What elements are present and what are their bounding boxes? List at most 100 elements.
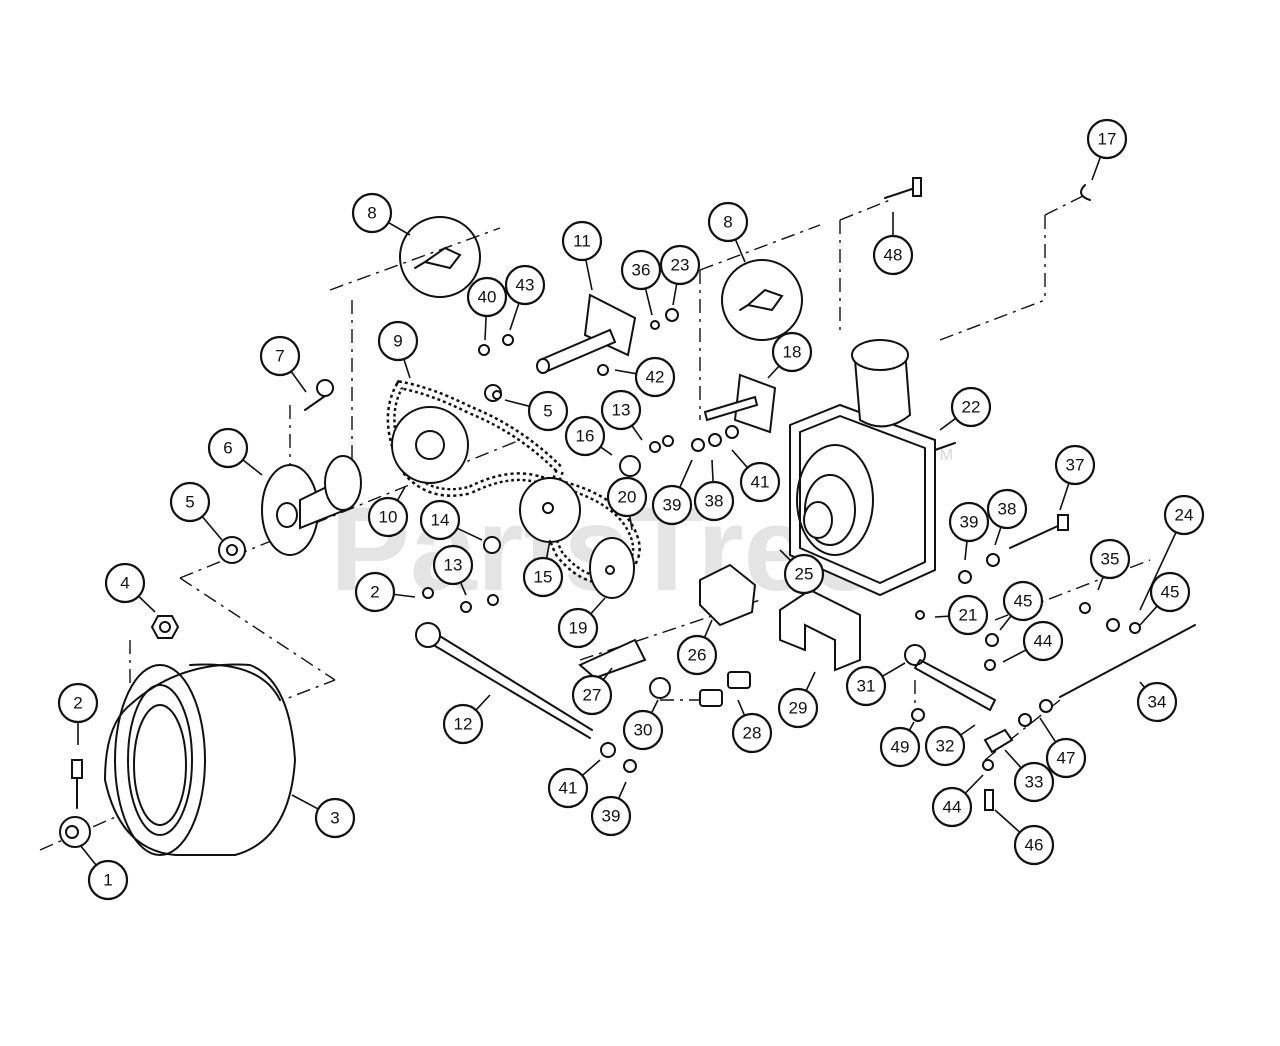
callout-label: 24 <box>1175 506 1194 525</box>
callout-leader-3 <box>291 794 319 810</box>
callout-34: 34 <box>1136 681 1178 723</box>
callout-circle <box>354 571 396 613</box>
part-33-clip <box>983 728 1014 754</box>
callout-label: 45 <box>1014 592 1033 611</box>
callout-5: 5 <box>169 481 211 523</box>
callout-leader-23 <box>672 283 678 306</box>
callout-label: 44 <box>943 798 962 817</box>
callout-leader-28 <box>737 699 746 716</box>
callout-circle <box>442 703 484 745</box>
callout-label: 21 <box>959 606 978 625</box>
callout-label: 33 <box>1025 773 1044 792</box>
callout-leader-29 <box>805 671 816 692</box>
callout-circle <box>590 795 632 837</box>
callout-leader-1 <box>79 844 97 866</box>
callout-leader-40 <box>484 315 487 341</box>
callout-label: 30 <box>634 721 653 740</box>
callout-label: 28 <box>743 724 762 743</box>
callout-leader-32 <box>960 724 976 736</box>
callout-label: 39 <box>663 496 682 515</box>
callout-circle <box>1013 824 1055 866</box>
callout-leader-39 <box>617 781 627 799</box>
callout-leader-12 <box>475 694 491 711</box>
callout-circle <box>986 488 1028 530</box>
part-29-bracket <box>779 588 861 672</box>
callout-2: 2 <box>354 571 396 613</box>
callout-circle <box>466 276 508 318</box>
callout-circle <box>351 192 393 234</box>
callout-12: 12 <box>442 703 484 745</box>
callout-39: 39 <box>590 795 632 837</box>
callout-circle <box>57 682 99 724</box>
callout-leader-15 <box>545 539 551 559</box>
callout-leader-17 <box>1091 156 1102 181</box>
callout-8: 8 <box>707 201 749 243</box>
callout-19: 19 <box>557 607 599 649</box>
callout-circle <box>564 415 606 457</box>
callout-label: 22 <box>962 398 981 417</box>
callout-leader-6 <box>242 459 263 476</box>
callout-leader-8 <box>388 221 411 236</box>
callout-label: 46 <box>1025 836 1044 855</box>
callout-leader-4 <box>138 595 156 613</box>
callout-label: 44 <box>1034 632 1053 651</box>
callout-14: 14 <box>419 499 461 541</box>
callout-label: 16 <box>576 427 595 446</box>
part-27-plate <box>578 638 647 680</box>
part-46-screw <box>984 789 994 811</box>
callout-circle <box>693 480 735 522</box>
callout-leader-5 <box>201 516 223 541</box>
callout-3: 3 <box>314 797 356 839</box>
callout-46: 46 <box>1013 824 1055 866</box>
callout-label: 39 <box>602 807 621 826</box>
callout-leader-44 <box>964 774 984 794</box>
callout-label: 38 <box>705 492 724 511</box>
callout-leader-45 <box>999 615 1012 631</box>
callout-circle <box>557 607 599 649</box>
callout-13: 13 <box>600 389 642 431</box>
callout-circle <box>432 544 474 586</box>
callout-label: 29 <box>789 699 808 718</box>
callout-leader-33 <box>1004 749 1022 769</box>
callout-label: 13 <box>444 556 463 575</box>
part-26-block <box>699 563 757 627</box>
callout-label: 23 <box>671 256 690 275</box>
callout-circle <box>739 461 781 503</box>
part-30-fitting <box>649 677 671 699</box>
callout-circle <box>659 244 701 286</box>
callout-leader-2 <box>393 593 416 598</box>
callout-label: 12 <box>454 715 473 734</box>
callout-2: 2 <box>57 682 99 724</box>
callout-label: 36 <box>632 261 651 280</box>
callout-7: 7 <box>259 335 301 377</box>
callout-label: 20 <box>618 488 637 507</box>
callout-41: 41 <box>739 461 781 503</box>
callout-circle <box>522 556 564 598</box>
callout-label: 5 <box>185 493 194 512</box>
callout-label: 14 <box>431 511 450 530</box>
callout-label: 39 <box>960 513 979 532</box>
callout-32: 32 <box>924 725 966 767</box>
callout-circle <box>879 726 921 768</box>
callout-label: 35 <box>1101 550 1120 569</box>
callout-label: 4 <box>120 574 129 593</box>
callout-circle <box>367 496 409 538</box>
callout-31: 31 <box>845 665 887 707</box>
callout-circle <box>771 331 813 373</box>
callout-label: 34 <box>1148 693 1167 712</box>
part-28-blocks <box>699 671 751 707</box>
callout-leader-31 <box>881 662 906 678</box>
part-48-bolt <box>884 177 922 199</box>
callout-6: 6 <box>207 427 249 469</box>
callout-leader-42 <box>614 369 637 375</box>
callout-leader-11 <box>585 259 593 291</box>
callout-47: 47 <box>1045 737 1087 779</box>
callout-23: 23 <box>659 244 701 286</box>
callout-24: 24 <box>1163 494 1205 536</box>
callout-circle <box>872 234 914 276</box>
callout-leader-24 <box>1139 531 1177 611</box>
callout-label: 38 <box>998 500 1017 519</box>
callout-leader-13 <box>631 425 643 441</box>
